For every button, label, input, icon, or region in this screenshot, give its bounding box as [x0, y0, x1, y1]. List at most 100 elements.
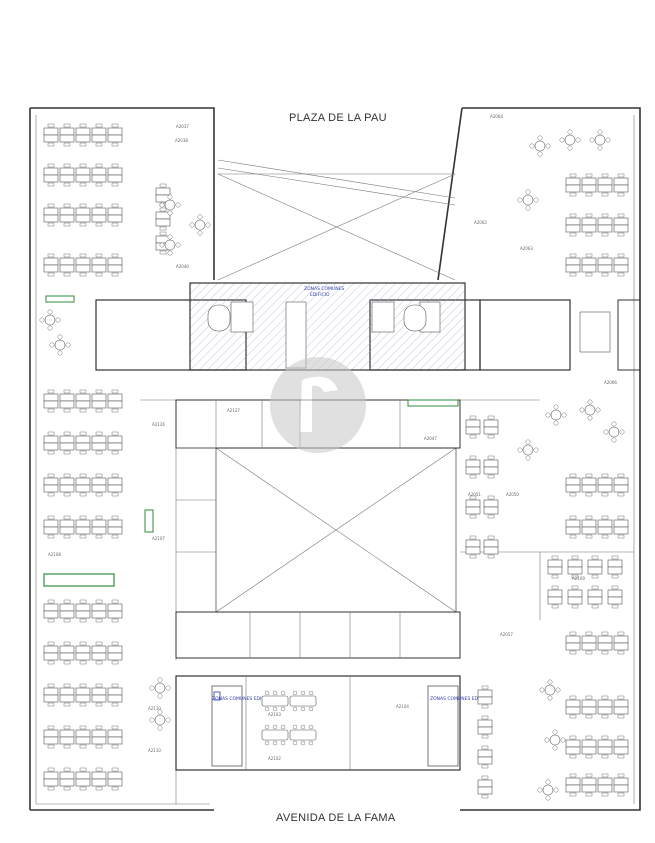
- desk-pair: [91, 203, 107, 227]
- desk-pair: [75, 253, 91, 277]
- desk-pair: [465, 455, 481, 479]
- desk-pair: [581, 695, 597, 719]
- svg-text:A2063: A2063: [520, 246, 533, 251]
- desk-pair: [75, 431, 91, 455]
- svg-text:A2104: A2104: [396, 704, 409, 709]
- desk-pair: [597, 473, 613, 497]
- desk-pair: [43, 473, 59, 497]
- desk-pair: [43, 725, 59, 749]
- zone-label-core-right: ZONAS COMUNES EDIFICIO: [430, 696, 492, 702]
- desk-pair: [547, 585, 563, 609]
- desk-pair: [613, 173, 629, 197]
- desk-pair: [91, 473, 107, 497]
- desk-pair: [465, 495, 481, 519]
- svg-text:A2127: A2127: [227, 408, 240, 413]
- logo-watermark-icon: [270, 357, 366, 453]
- svg-text:A2040: A2040: [176, 264, 189, 269]
- desk-pair: [59, 163, 75, 187]
- desk-pair: [597, 173, 613, 197]
- desk-pair: [107, 163, 123, 187]
- desk-pair: [59, 683, 75, 707]
- desk-pair: [75, 473, 91, 497]
- desk-pair: [477, 775, 493, 799]
- zone-label-core-left: ZONAS COMUNES EDIFICIO: [212, 696, 274, 702]
- svg-text:A2066: A2066: [604, 380, 617, 385]
- desk-pair: [59, 725, 75, 749]
- desk-pair: [91, 123, 107, 147]
- desk-pair: [43, 389, 59, 413]
- desk-pair: [91, 431, 107, 455]
- desk-pair: [43, 203, 59, 227]
- desk-pair: [465, 535, 481, 559]
- svg-text:A2047: A2047: [424, 436, 437, 441]
- desk-pair: [75, 515, 91, 539]
- desk-pair: [607, 555, 623, 579]
- desk-pair: [43, 515, 59, 539]
- desk-pair: [581, 473, 597, 497]
- desk-pair: [565, 695, 581, 719]
- desk-pair: [613, 631, 629, 655]
- desk-pair: [565, 213, 581, 237]
- desk-pair: [91, 515, 107, 539]
- desk-pair: [43, 253, 59, 277]
- desk-pair: [597, 213, 613, 237]
- desk-pair: [59, 203, 75, 227]
- desk-pair: [613, 253, 629, 277]
- desk-pair: [613, 473, 629, 497]
- desk-pair: [565, 253, 581, 277]
- desk-pair: [581, 515, 597, 539]
- desk-pair: [91, 683, 107, 707]
- desk-pair: [43, 767, 59, 791]
- desk-pair: [613, 735, 629, 759]
- desk-pair: [597, 773, 613, 797]
- svg-text:A2110: A2110: [148, 706, 161, 711]
- right-wing-desks: [465, 173, 629, 799]
- desk-pair: [75, 725, 91, 749]
- svg-text:A2037: A2037: [176, 124, 189, 129]
- desk-pair: [565, 735, 581, 759]
- desk-pair: [91, 599, 107, 623]
- desk-pair: [613, 213, 629, 237]
- desk-pair: [107, 767, 123, 791]
- desk-pair: [607, 585, 623, 609]
- desk-pair: [483, 415, 499, 439]
- desk-pair: [483, 455, 499, 479]
- desk-pair: [75, 683, 91, 707]
- building-core: ZONAS COMUNES EDIFICIO: [95, 282, 641, 371]
- desk-pair: [107, 473, 123, 497]
- desk-pair: [107, 203, 123, 227]
- desk-pair: [75, 599, 91, 623]
- desk-pair: [91, 253, 107, 277]
- desk-pair: [565, 773, 581, 797]
- desk-pair: [565, 173, 581, 197]
- desk-pair: [565, 473, 581, 497]
- desk-pair: [59, 253, 75, 277]
- svg-text:A2062: A2062: [474, 220, 487, 225]
- svg-text:A2102: A2102: [268, 756, 281, 761]
- desk-pair: [613, 695, 629, 719]
- desk-pair: [477, 685, 493, 709]
- desk-pair: [597, 735, 613, 759]
- desk-pair: [107, 123, 123, 147]
- desk-pair: [107, 515, 123, 539]
- desk-pair: [547, 555, 563, 579]
- desk-pair: [75, 767, 91, 791]
- desk-pair: [565, 515, 581, 539]
- round-tables: [39, 129, 625, 801]
- desk-pair: [581, 631, 597, 655]
- desk-pair: [483, 495, 499, 519]
- desk-pair: [107, 725, 123, 749]
- atrium: [175, 399, 461, 659]
- central-bridge: [217, 159, 456, 281]
- desk-pair: [597, 515, 613, 539]
- desk-pair: [483, 535, 499, 559]
- desk-pair: [59, 473, 75, 497]
- desk-pair: [581, 773, 597, 797]
- desk-pair: [597, 253, 613, 277]
- svg-text:A2050: A2050: [506, 492, 519, 497]
- desk-pair: [75, 163, 91, 187]
- svg-text:A2109: A2109: [572, 576, 585, 581]
- desk-pair: [477, 715, 493, 739]
- svg-text:A2038: A2038: [175, 138, 188, 143]
- desk-pair: [567, 585, 583, 609]
